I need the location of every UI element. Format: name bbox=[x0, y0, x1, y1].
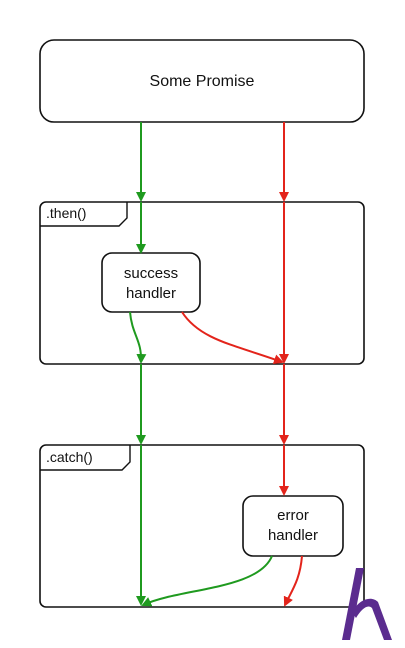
h-logo-icon bbox=[342, 568, 392, 640]
success-handler-line2: handler bbox=[126, 285, 176, 302]
error-handler-line1: error bbox=[277, 507, 309, 524]
success-arrow-handler-out bbox=[129, 311, 147, 364]
promise-box: Some Promise bbox=[39, 39, 365, 123]
success-handler-box: success handler bbox=[101, 252, 201, 313]
success-handler-throw-arrow bbox=[181, 311, 284, 364]
catch-frame: .catch() bbox=[39, 444, 365, 608]
then-frame: .then() bbox=[39, 201, 365, 365]
then-frame-tag: .then() bbox=[46, 205, 86, 221]
success-path bbox=[129, 122, 273, 607]
error-handler-out-arrow bbox=[283, 555, 303, 607]
error-handler-box: error handler bbox=[242, 495, 344, 557]
catch-frame-tag: .catch() bbox=[46, 449, 93, 465]
error-handler-line2: handler bbox=[268, 527, 318, 544]
success-handler-line1: success bbox=[124, 265, 178, 282]
error-path bbox=[181, 122, 303, 607]
error-handler-recovery-arrow bbox=[141, 555, 273, 607]
promise-label: Some Promise bbox=[150, 73, 255, 90]
